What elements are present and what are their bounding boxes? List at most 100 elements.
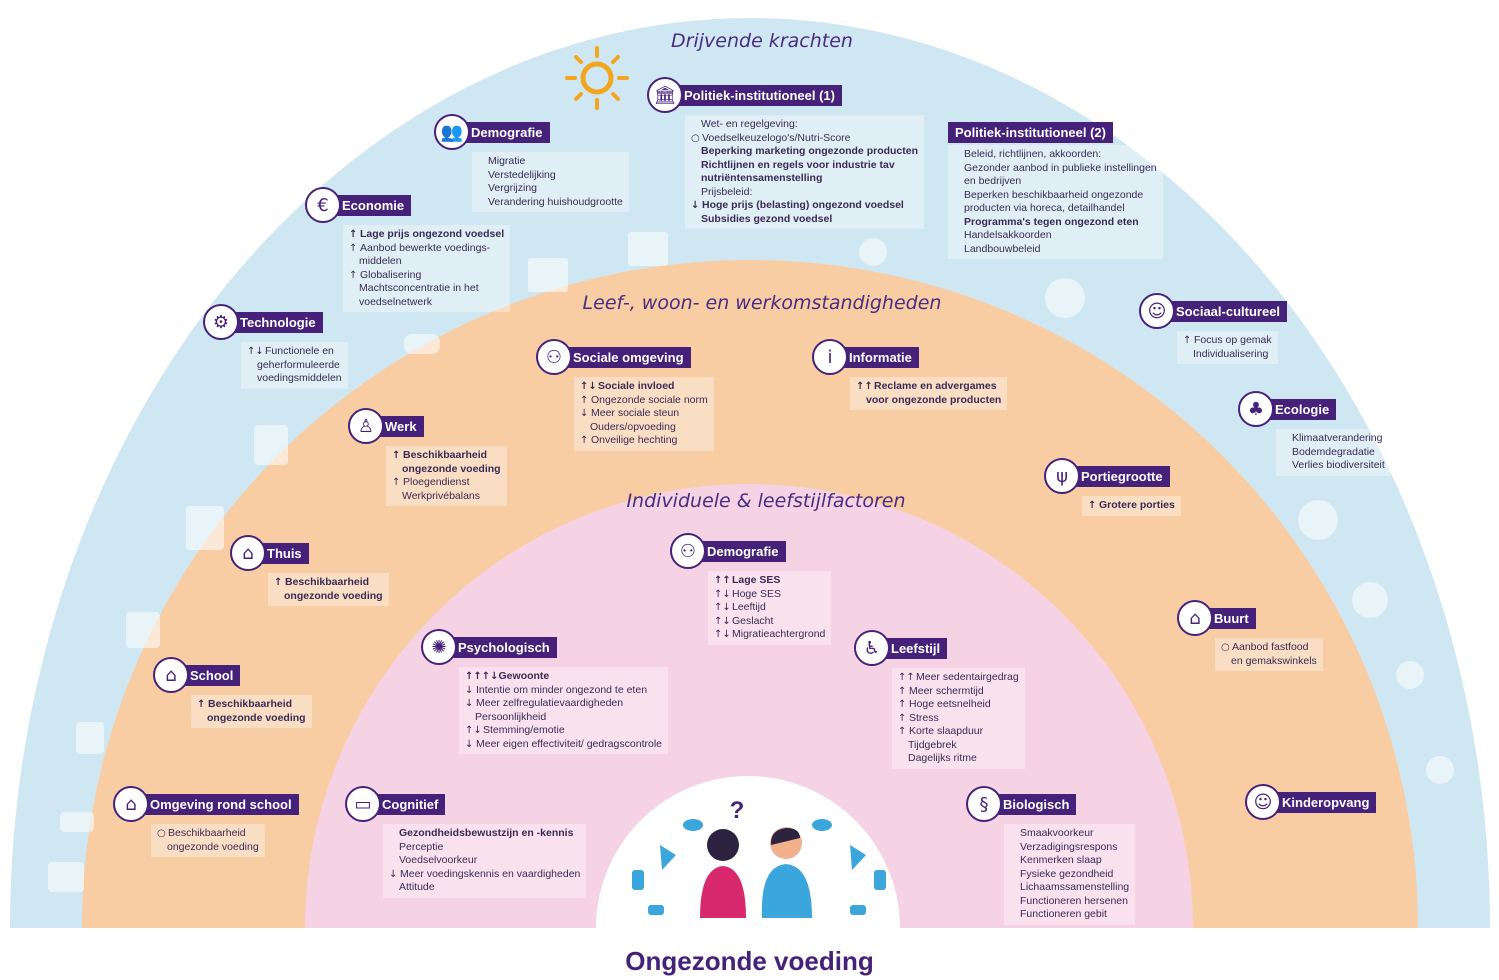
factor-title: Kinderopvang <box>1275 791 1377 813</box>
greenhouse-icon <box>126 612 160 648</box>
factor-line: ↑↓Geslacht <box>714 615 825 629</box>
factor-header: 👥Demografie <box>434 114 629 150</box>
factor-line-text: Dagelijks ritme <box>908 752 977 764</box>
factor-line-text: Verzadigingsrespons <box>1020 840 1118 853</box>
food-icons <box>632 819 886 915</box>
factor-line: voedingsmiddelen <box>247 372 342 386</box>
factor-title: Psychologisch <box>451 636 557 658</box>
factor-line: Gezondheidsbewustzijn en -kennis <box>389 827 580 841</box>
factor-line: ↑Aanbod bewerkte voedings- <box>349 242 504 256</box>
factor-line: Migratie <box>478 155 623 169</box>
houses-icon: ⌂ <box>1177 600 1213 636</box>
factor-line: Beperking marketing ongezonde producten <box>691 145 918 159</box>
factor-line-text: voedingsmiddelen <box>257 372 342 384</box>
people-illustration <box>700 827 812 918</box>
factor-header: ⌂Buurt <box>1177 600 1323 636</box>
factor-line: ↑↓Functionele en <box>247 345 342 359</box>
factor-line: Klimaatverandering <box>1282 432 1385 446</box>
factor-demografie-inner: ⚇Demografie↑↑Lage SES↑↓Hoge SES↑↓Leeftij… <box>670 533 832 645</box>
factor-title: Economie <box>335 194 412 216</box>
factor-title: Sociaal-cultureel <box>1169 300 1288 322</box>
factor-body: ↑↓Sociale invloed↑Ongezonde sociale norm… <box>574 377 714 451</box>
factor-line: Kenmerken slaap <box>1010 854 1129 868</box>
factor-line-text: Voedselkeuzelogo's/Nutri-Score <box>702 131 851 144</box>
factor-line: Dagelijks ritme <box>898 752 1019 766</box>
factor-header: ⌂Thuis <box>230 535 389 571</box>
fish-icon <box>60 812 94 832</box>
factor-body: ↑Lage prijs ongezond voedsel↑Aanbod bewe… <box>343 225 511 312</box>
factor-line-text: Hoge eetsnelheid <box>909 698 991 710</box>
tree-icon: ♣ <box>1238 391 1274 427</box>
factor-line: ↑Focus op gemak <box>1183 334 1272 348</box>
factor-line: en gemakswinkels <box>1221 655 1317 669</box>
factor-line-text: Meer sedentairgedrag <box>916 671 1019 683</box>
factor-line-text: Meer schermtijd <box>909 684 984 697</box>
factor-line: ↓Meer sociale steun <box>580 407 708 421</box>
school-area-icon: ⌂ <box>113 786 149 822</box>
factor-line-text: Handelsakkoorden <box>964 229 1052 241</box>
trend-arrow: ↑ <box>580 394 589 406</box>
factor-line: voor ongezonde producten <box>856 394 1001 408</box>
factor-line-text: Grotere porties <box>1099 499 1175 511</box>
core-shape <box>596 776 900 928</box>
phone-icon <box>76 722 104 754</box>
trend-arrow: ↑↑ <box>856 381 873 392</box>
factor-title: Informatie <box>842 346 919 368</box>
money-people-icon: € <box>305 187 341 223</box>
factor-line: ○Beschikbaarheid <box>157 827 259 841</box>
trend-arrow: ○ <box>1221 642 1230 653</box>
factor-line: geherformuleerde <box>247 359 342 373</box>
factor-title: Leefstijl <box>884 637 948 659</box>
factor-line-text: Beschikbaarheid <box>208 698 293 710</box>
factor-header: ♙Werk <box>348 408 507 444</box>
factor-line-text: Functionele en <box>265 345 334 357</box>
trend-arrow: ↑ <box>349 269 358 281</box>
factor-line-text: Migratieachtergrond <box>732 628 826 640</box>
factor-line: Prijsbeleid: <box>691 186 918 200</box>
factor-title: Sociale omgeving <box>566 346 691 368</box>
factor-line-text: Richtlijnen en regels voor industrie tav <box>701 158 895 171</box>
info-icon: i <box>812 339 848 375</box>
cutlery-icon: ψ <box>1044 458 1080 494</box>
factor-line-text: Beperking marketing ongezonde producten <box>701 145 919 157</box>
factor-header: ⌂Omgeving rond school <box>113 786 299 822</box>
factor-title: Portiegrootte <box>1074 465 1170 487</box>
factor-line: ↑Onveilige hechting <box>580 434 708 448</box>
robot-arm-icon: ⚙ <box>203 304 239 340</box>
factor-line-text: Aanbod fastfood <box>1232 641 1309 653</box>
factor-line-text: ongezonde voeding <box>402 462 501 475</box>
factor-line: ↑↑Meer sedentairgedrag <box>898 671 1019 685</box>
factor-line: Gezonder aanbod in publieke instellingen <box>954 162 1157 176</box>
factor-line: Verzadigingsrespons <box>1010 841 1129 855</box>
trend-arrow: ○ <box>691 132 700 144</box>
factor-line-text: Werkprivébalans <box>402 489 481 502</box>
factor-line: ↑↑↑↓Gewoonte <box>465 670 662 684</box>
factor-header: €Economie <box>305 187 510 223</box>
factor-line-text: Meer sociale steun <box>591 407 680 419</box>
factor-line-text: Functioneren hersenen <box>1020 894 1128 907</box>
factor-line-text: Beschikbaarheid <box>403 449 488 461</box>
factor-header: ⚇Demografie <box>670 533 831 569</box>
factor-line: voedselnetwerk <box>349 296 504 310</box>
factor-line-text: Hoge prijs (belasting) ongezond voedsel <box>702 199 904 211</box>
trend-arrow: ↑↑ <box>714 575 731 586</box>
factor-line: Verlies biodiversiteit <box>1282 459 1385 473</box>
factor-line: ↑Stress <box>898 712 1019 726</box>
house-icon: ⌂ <box>230 535 266 571</box>
trend-arrow: ↑↑↑↓ <box>465 671 499 682</box>
factor-line: Bodemdegradatie <box>1282 446 1385 460</box>
factor-line-text: Gezondheidsbewustzijn en -kennis <box>399 827 574 839</box>
factor-line-text: middelen <box>359 255 402 267</box>
factor-line-text: Individualisering <box>1193 347 1269 360</box>
factor-header: Politiek-institutioneel (2) <box>948 122 1163 143</box>
school-icon: ⌂ <box>153 657 189 693</box>
